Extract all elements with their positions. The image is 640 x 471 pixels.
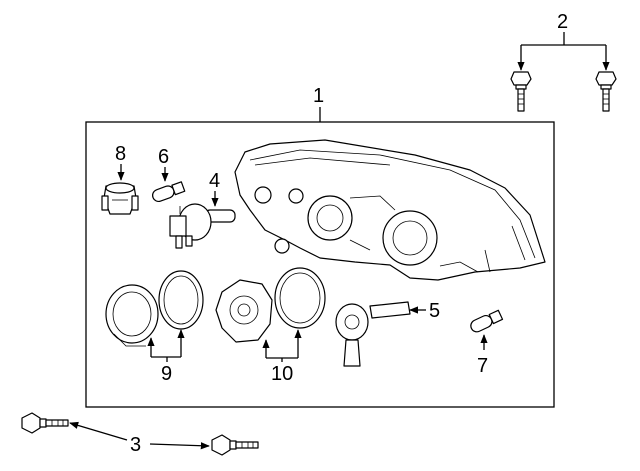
callout-2-bracket bbox=[517, 32, 610, 71]
callout-5: 5 bbox=[429, 300, 440, 322]
halogen-bulb-icon bbox=[169, 203, 236, 249]
headlamp-assembly-icon bbox=[234, 139, 546, 281]
callout-3-leader-a bbox=[69, 421, 128, 441]
callout-3: 3 bbox=[130, 434, 141, 456]
callout-7: 7 bbox=[477, 355, 488, 377]
screw-icon bbox=[211, 434, 259, 456]
bolt-icon bbox=[595, 71, 617, 112]
dust-cap-icon bbox=[215, 279, 273, 343]
wedge-bulb-icon bbox=[470, 309, 504, 333]
bulb-socket-icon bbox=[101, 182, 139, 215]
callout-2: 2 bbox=[557, 11, 568, 33]
callout-9-bracket bbox=[147, 329, 185, 362]
seal-ring-icon bbox=[274, 267, 326, 329]
callout-9: 9 bbox=[161, 363, 172, 385]
callout-3-leader-b bbox=[149, 442, 210, 450]
callout-1: 1 bbox=[313, 85, 324, 107]
dust-cap-icon bbox=[105, 284, 159, 347]
callout-4: 4 bbox=[209, 170, 220, 192]
callout-8: 8 bbox=[115, 143, 126, 165]
callout-6: 6 bbox=[158, 146, 169, 168]
screw-icon bbox=[21, 412, 69, 434]
bulb-icon bbox=[335, 301, 411, 367]
callout-10: 10 bbox=[271, 363, 293, 385]
seal-ring-icon bbox=[158, 270, 204, 330]
callout-10-bracket bbox=[262, 329, 302, 362]
wedge-bulb-icon bbox=[152, 181, 186, 203]
bolt-icon bbox=[510, 71, 532, 112]
